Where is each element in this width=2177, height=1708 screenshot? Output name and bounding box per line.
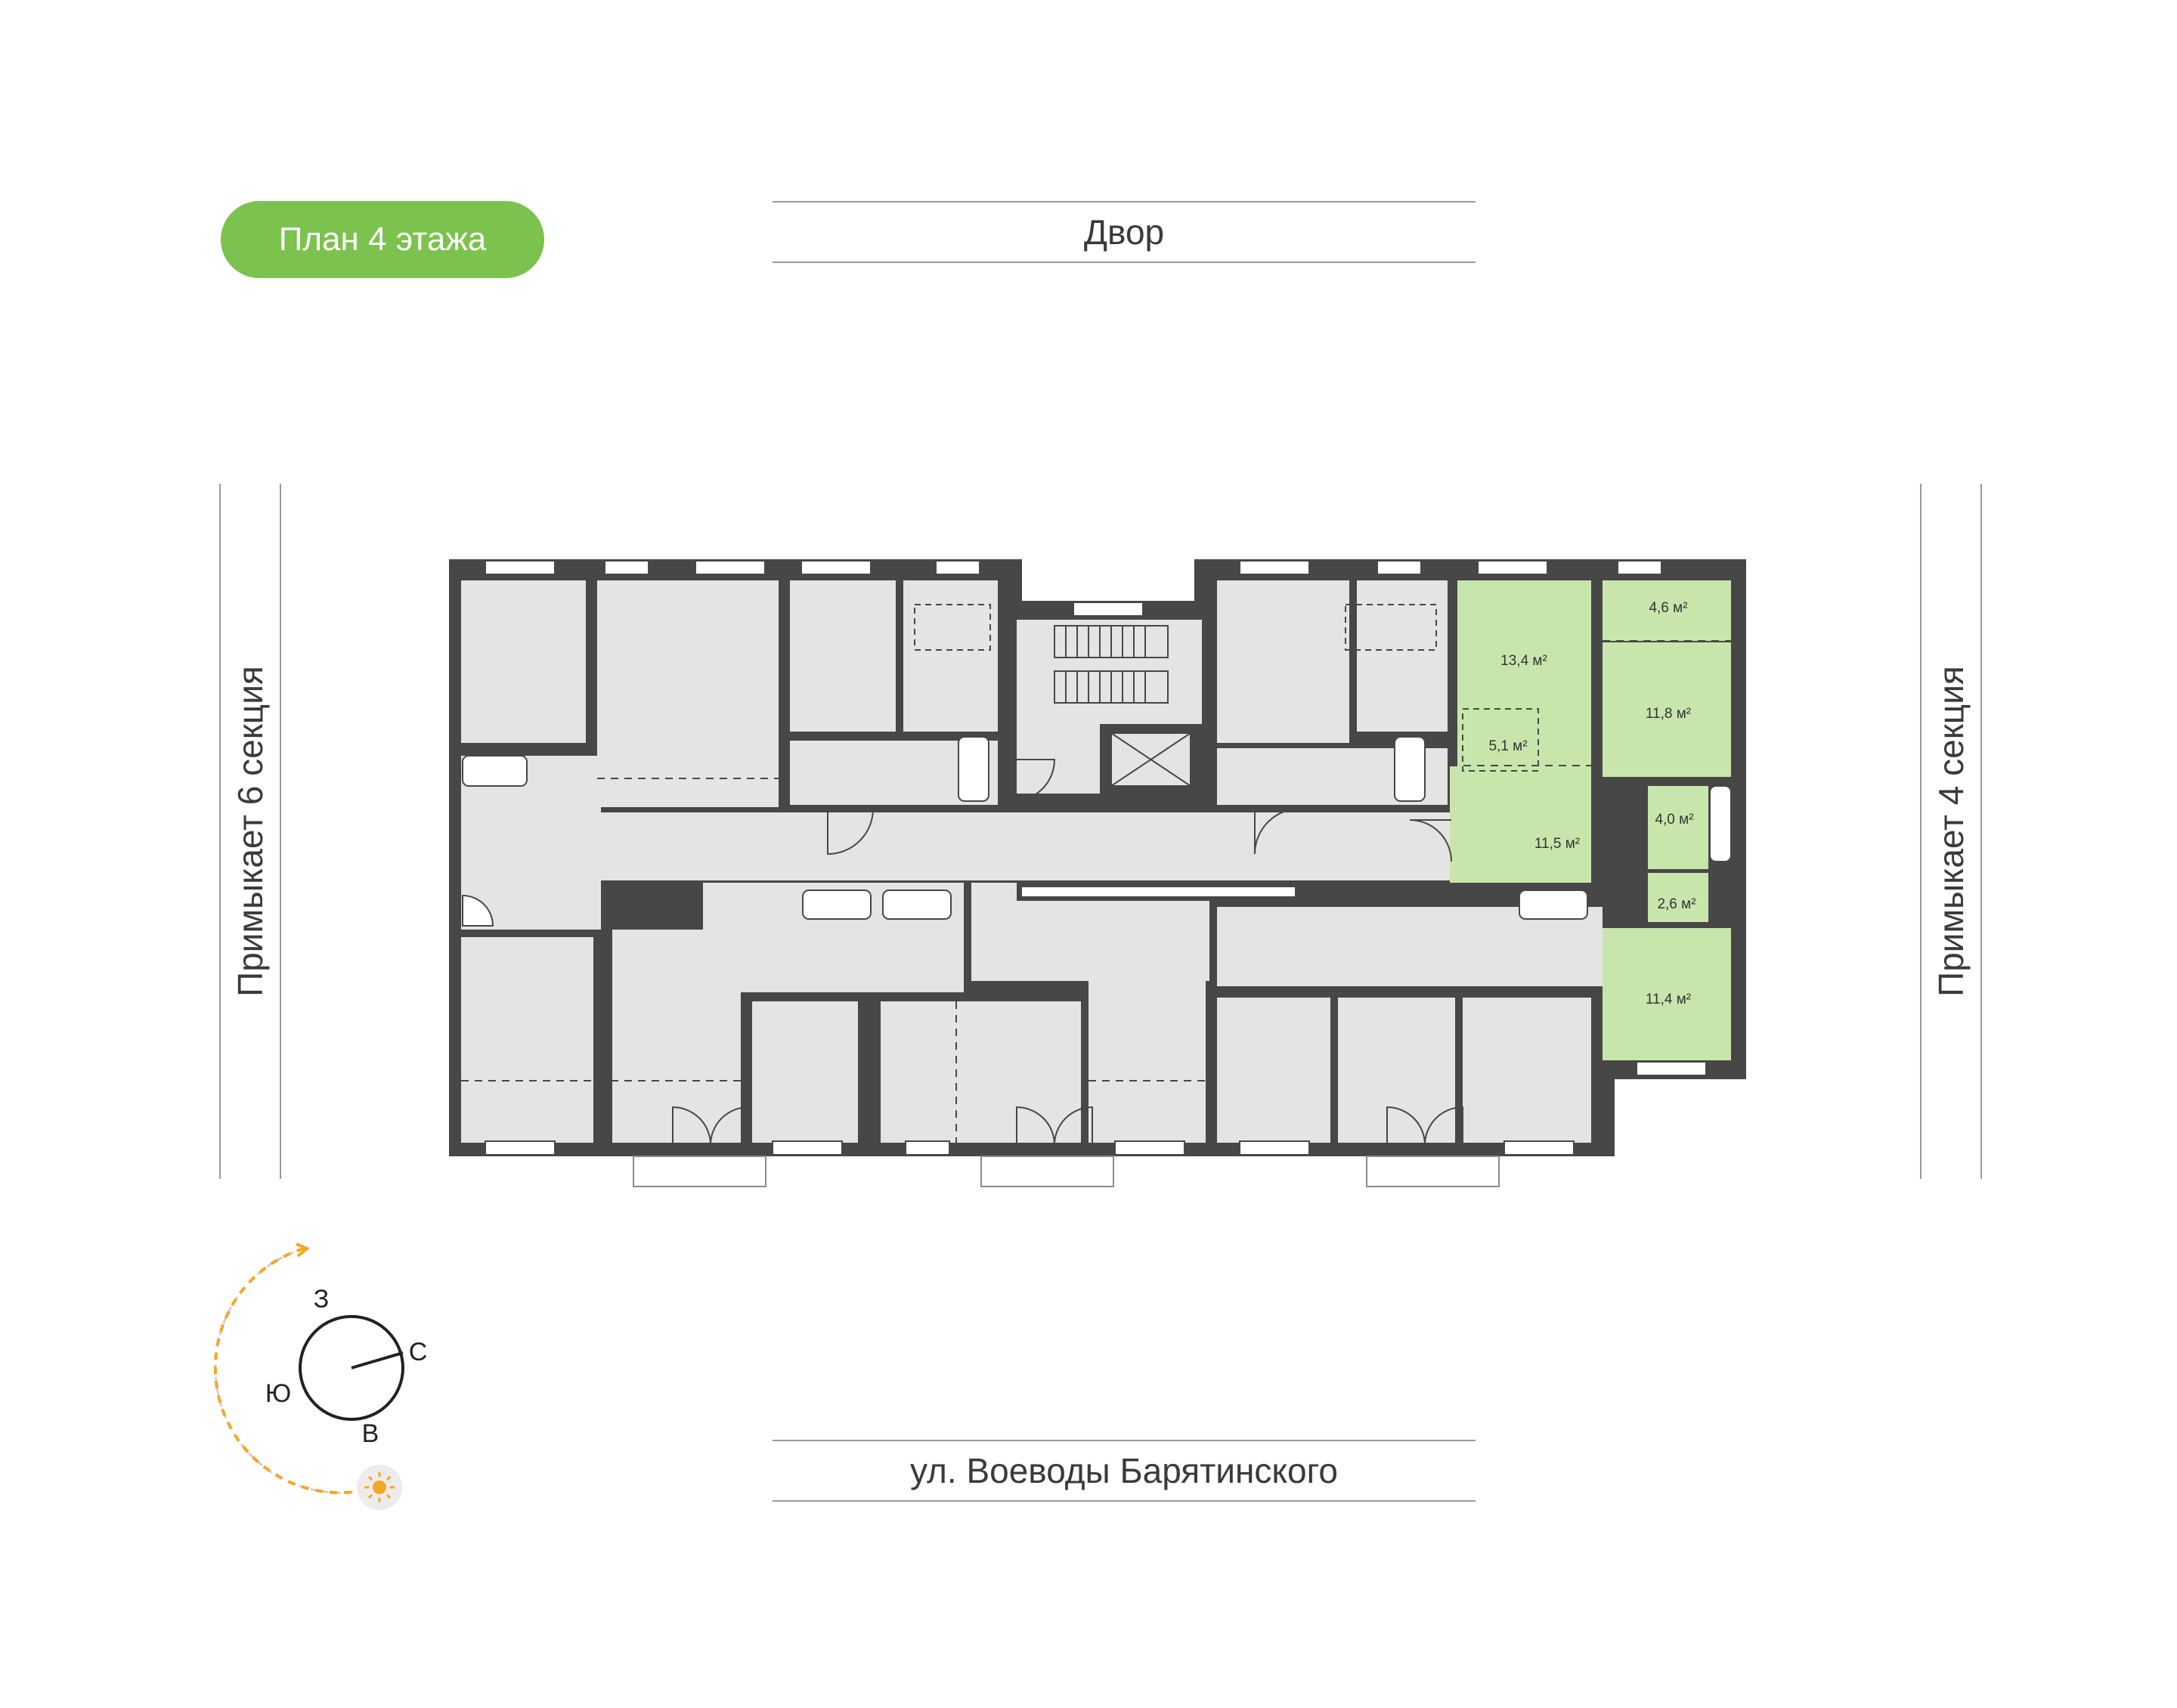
courtyard-label: Двор <box>1083 212 1165 252</box>
compass-west: З <box>314 1285 330 1313</box>
room-bedroom-2 <box>1603 928 1731 1060</box>
bathtub-icon <box>802 890 872 920</box>
shower-icon <box>462 894 494 927</box>
bathtub-icon <box>882 890 952 920</box>
courtyard-label-block: Двор <box>773 201 1476 263</box>
room-kitchen-strip <box>1450 766 1591 784</box>
area-bedroom-1: 11,8 м² <box>1646 706 1691 722</box>
balcony-1 <box>633 1156 766 1187</box>
area-kitchen-living: 13,4 м² <box>1500 653 1547 669</box>
bathtub-icon <box>1394 736 1426 802</box>
area-balcony: 4,6 м² <box>1649 600 1687 616</box>
balconies <box>633 1156 1500 1187</box>
compass-north: С <box>409 1338 428 1366</box>
bathroom-fixtures <box>462 604 1732 927</box>
windows <box>485 560 1707 1156</box>
compass: З С Ю В <box>213 1242 428 1510</box>
corridor-shaft-strip <box>1017 883 1300 901</box>
room-bathroom <box>1648 786 1708 869</box>
street-label-block: ул. Воеводы Барятинского <box>773 1440 1476 1502</box>
bathtub-icon <box>958 736 989 802</box>
adjacent-section-right: Примыкает 4 секция <box>1920 484 1982 1179</box>
sun-path-arrow-icon <box>296 1242 310 1258</box>
bathtub-icon <box>1519 890 1588 920</box>
floor-plan-badge: План 4 этажа <box>221 201 544 278</box>
room-area-labels: 13,4 м² 5,1 м² 11,5 м² 4,6 м² 11,8 м² 4,… <box>1488 600 1695 1007</box>
street-label: ул. Воеводы Барятинского <box>910 1451 1338 1490</box>
area-bedroom-2: 11,4 м² <box>1646 992 1691 1007</box>
stairs-icon <box>1054 625 1169 704</box>
doors <box>672 759 1463 1146</box>
compass-east: В <box>362 1419 379 1448</box>
room-bedroom-1 <box>1603 642 1731 777</box>
room-dividers <box>461 640 1731 1143</box>
sun-path-day <box>213 1247 377 1495</box>
highlighted-apartment <box>1450 580 1731 1060</box>
room-wc <box>1648 873 1708 922</box>
area-kitchen-niche: 5,1 м² <box>1488 738 1527 754</box>
compass-south: Ю <box>265 1379 291 1408</box>
sun-icon <box>357 1465 402 1510</box>
balcony-2 <box>980 1156 1114 1187</box>
compass-needle <box>351 1351 404 1369</box>
bathtub-icon <box>1709 785 1732 862</box>
floor-areas <box>461 580 1603 1143</box>
room-kitchen-living <box>1457 580 1591 766</box>
area-hall: 11,5 м² <box>1534 836 1580 852</box>
room-hall <box>1450 784 1591 883</box>
area-wc: 2,6 м² <box>1657 896 1695 912</box>
kitchen-zone <box>1345 604 1437 651</box>
elevator-icon <box>1100 724 1202 794</box>
kitchen-zone <box>1462 708 1539 772</box>
adjacent-section-left: Примыкает 6 секция <box>219 484 281 1179</box>
room-balcony <box>1603 580 1731 641</box>
kitchen-zone <box>914 604 991 651</box>
balcony-3 <box>1366 1156 1500 1187</box>
bathtub-icon <box>462 755 528 787</box>
area-bathroom: 4,0 м² <box>1655 812 1693 828</box>
